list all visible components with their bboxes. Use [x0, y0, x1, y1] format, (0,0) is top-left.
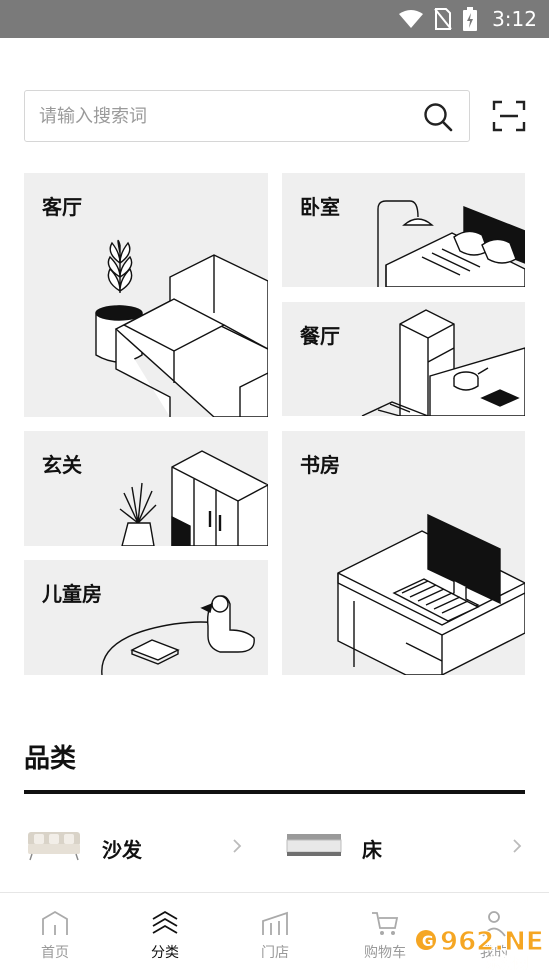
watermark-subtext: 乐游网 — [486, 955, 528, 972]
search-box[interactable] — [24, 90, 470, 142]
room-tile-entryway[interactable]: 玄关 — [24, 431, 268, 546]
tab-label: 我的 — [480, 945, 508, 961]
room-tile-bedroom[interactable]: 卧室 — [282, 173, 525, 287]
status-bar: 3:12 — [0, 0, 549, 38]
room-tile-kids-room[interactable]: 儿童房 — [24, 560, 268, 675]
tab-cart[interactable]: 购物车 — [330, 893, 440, 976]
bed-illustration — [377, 200, 525, 287]
room-label: 餐厅 — [300, 324, 340, 348]
tab-label: 购物车 — [364, 945, 406, 961]
entryway-illustration — [119, 450, 268, 546]
room-label: 玄关 — [42, 453, 82, 477]
status-time: 3:12 — [492, 7, 537, 31]
room-tile-dining-room[interactable]: 餐厅 — [282, 302, 525, 416]
room-label: 书房 — [300, 453, 340, 477]
bed-thumbnail-icon — [286, 834, 342, 856]
category-label: 沙发 — [102, 838, 142, 862]
search-input[interactable] — [39, 91, 409, 141]
battery-charging-icon — [463, 7, 478, 31]
category-label: 床 — [362, 838, 382, 862]
sofa-illustration — [95, 239, 268, 417]
category-item-bed[interactable]: 床 — [284, 812, 534, 882]
tab-store[interactable]: 门店 — [220, 893, 330, 976]
no-sim-icon — [434, 8, 452, 30]
home-icon — [42, 910, 68, 935]
desk-illustration — [337, 513, 525, 675]
search-icon[interactable] — [423, 102, 453, 132]
tab-label: 首页 — [41, 945, 69, 961]
kids-room-illustration — [101, 595, 255, 675]
store-icon — [262, 911, 288, 935]
room-label: 客厅 — [42, 195, 82, 219]
tab-label: 分类 — [151, 945, 179, 961]
room-label: 卧室 — [300, 195, 340, 219]
chevron-right-icon — [513, 839, 522, 853]
tab-category[interactable]: 分类 — [110, 893, 220, 976]
room-tile-living-room[interactable]: 客厅 — [24, 173, 268, 417]
scan-icon[interactable] — [492, 100, 526, 132]
category-item-sofa[interactable]: 沙发 — [24, 812, 274, 882]
cart-icon — [372, 912, 399, 935]
section-divider — [24, 790, 525, 794]
profile-icon — [482, 911, 506, 937]
svg-text:G: G — [422, 934, 434, 950]
sofa-thumbnail-icon — [28, 832, 80, 861]
watermark-text: 962.NET — [440, 927, 544, 957]
category-icon — [152, 910, 178, 934]
room-label: 儿童房 — [42, 582, 102, 606]
site-watermark-logo: G 962.NET 乐游网 — [416, 927, 544, 972]
tab-label: 门店 — [261, 945, 289, 961]
tab-home[interactable]: 首页 — [0, 893, 110, 976]
wifi-icon — [399, 10, 424, 28]
chevron-right-icon — [233, 839, 242, 853]
tab-bar: 首页 分类 门店 购物车 我的 — [0, 892, 549, 976]
status-icons: 3:12 — [398, 0, 537, 38]
kitchen-illustration — [361, 309, 525, 416]
room-tile-study[interactable]: 书房 — [282, 431, 525, 675]
categories-title: 品类 — [24, 744, 77, 774]
tab-profile[interactable]: 我的 — [439, 893, 549, 976]
